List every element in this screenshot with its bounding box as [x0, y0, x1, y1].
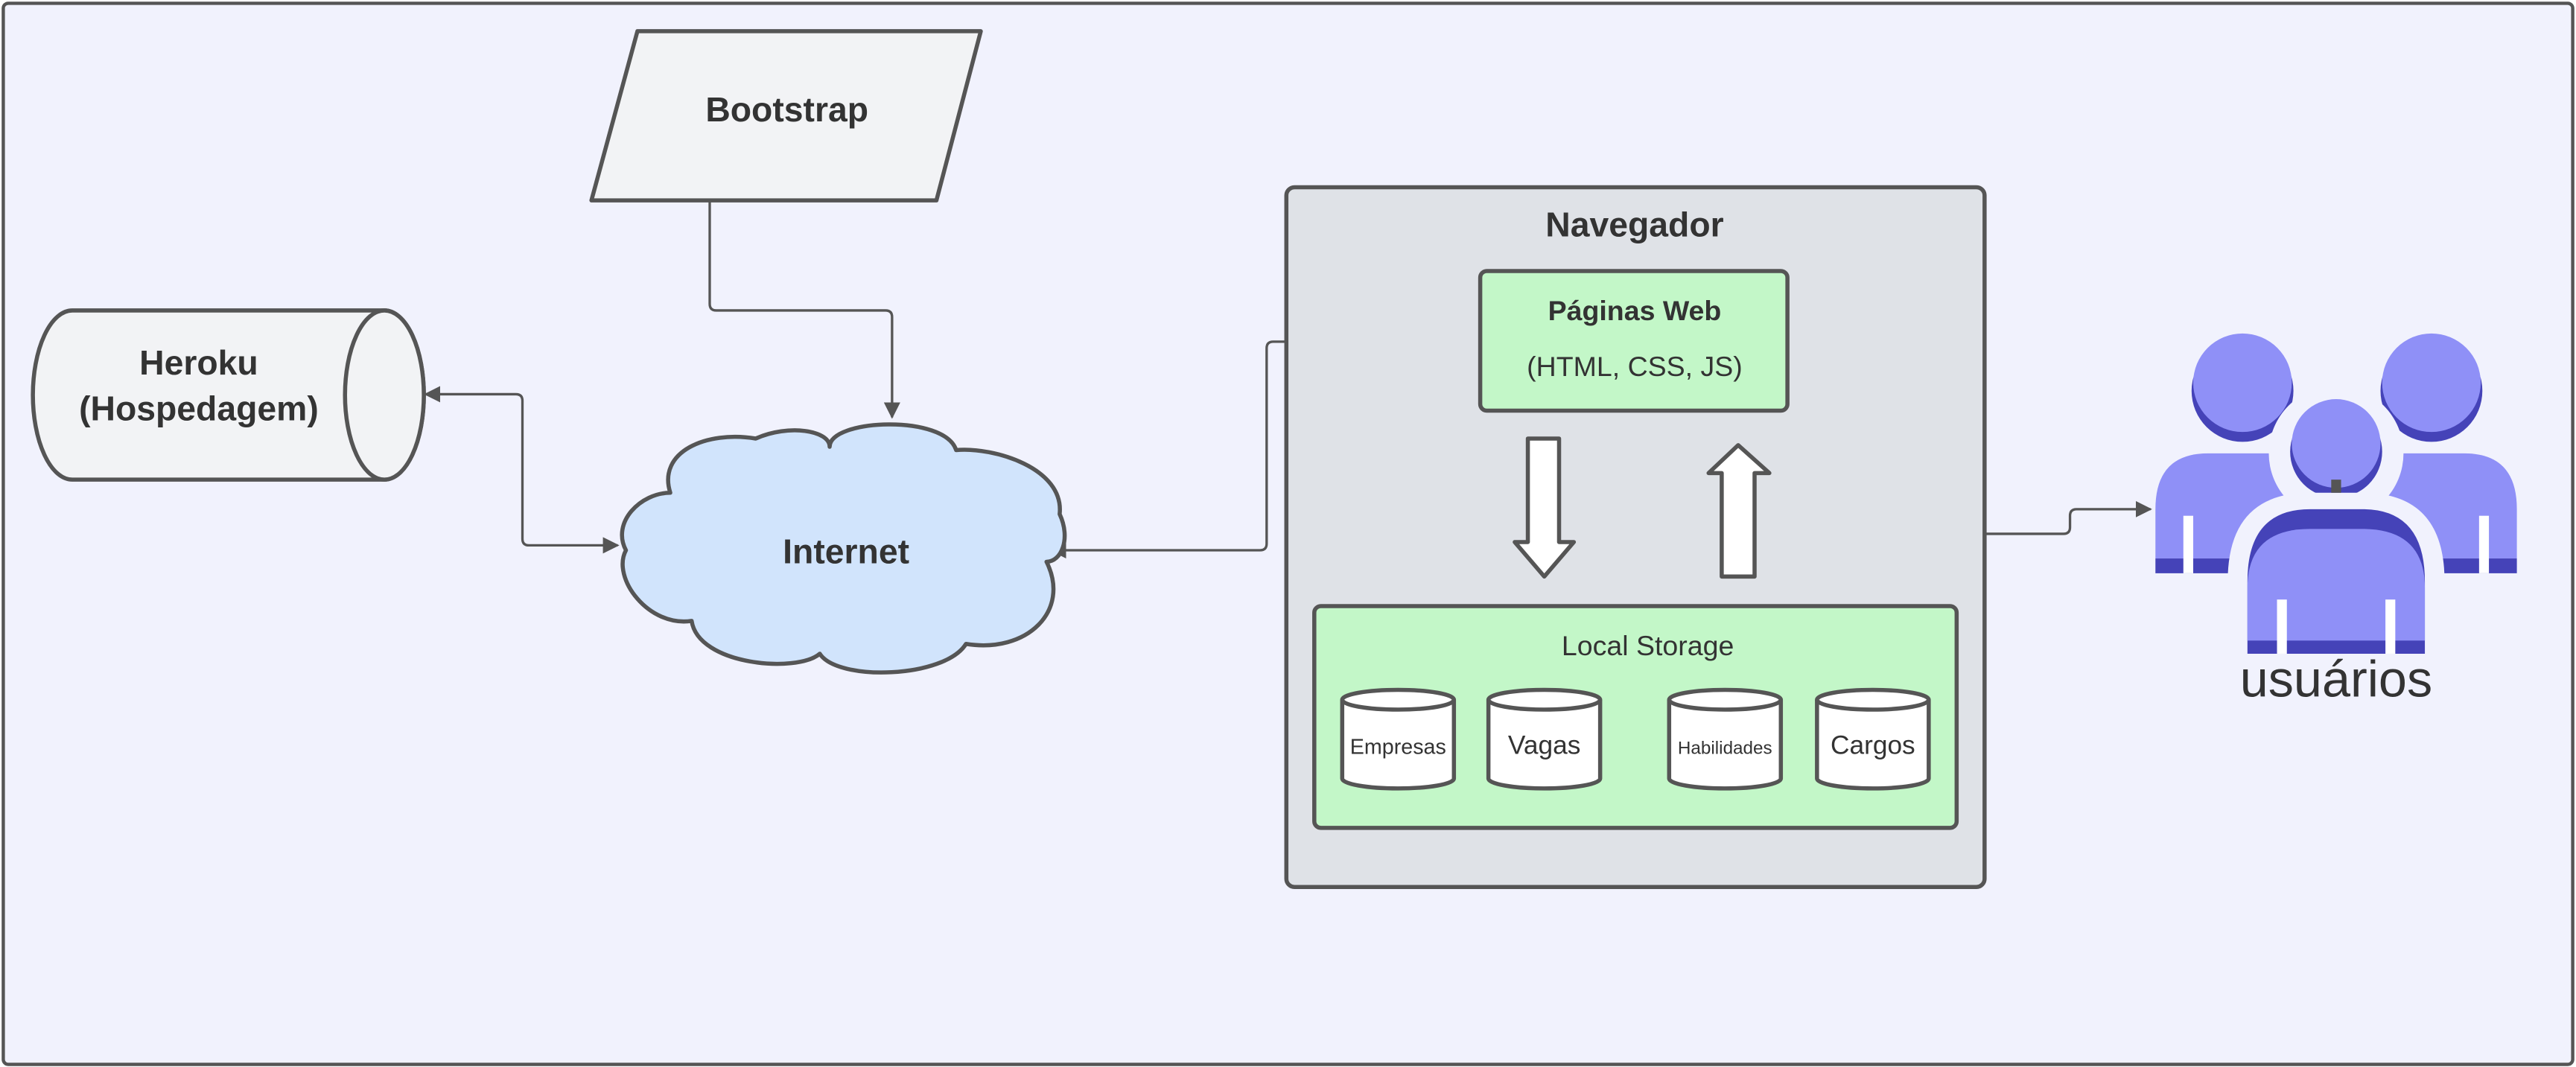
web-pages-node: Páginas Web (HTML, CSS, JS): [1478, 269, 1790, 413]
storage-cylinder-top: [1667, 687, 1784, 712]
storage-cylinder-body: [1815, 699, 1931, 791]
storage-cylinder-body: [1340, 699, 1457, 791]
storage-cylinder-top: [1340, 687, 1457, 712]
heroku-label-line2: (Hospedagem): [79, 389, 319, 428]
storage-item-habilidades: Habilidades: [1667, 687, 1784, 791]
bootstrap-node: Bootstrap: [589, 29, 983, 203]
storage-item-cargos: Cargos: [1815, 687, 1931, 791]
users-label: usuários: [2240, 651, 2432, 707]
down-block-arrow: [1513, 436, 1577, 579]
browser-title: Navegador: [1545, 206, 1723, 244]
storage-item-label: Vagas: [1508, 731, 1580, 760]
connector-bootstrap-internet: [708, 200, 900, 419]
connector-internet-web-pages: [1049, 333, 1478, 559]
bootstrap-label: Bootstrap: [705, 90, 868, 129]
heroku-label-line1: Heroku: [139, 343, 258, 382]
up-block-arrow: [1706, 443, 1772, 579]
users-icon: usuários: [2155, 333, 2517, 707]
user-person-front: [2227, 386, 2445, 657]
storage-item-vagas: Vagas: [1486, 687, 1603, 791]
web-pages-title: Páginas Web: [1548, 295, 1722, 326]
storage-item-label: Cargos: [1831, 731, 1915, 760]
local-storage-title: Local Storage: [1562, 630, 1734, 661]
internet-label: Internet: [783, 532, 909, 571]
storage-cylinder-top: [1815, 687, 1931, 712]
internet-node: Internet: [620, 422, 1067, 675]
connector-browser-users: [1984, 500, 2152, 535]
heroku-node: Heroku (Hospedagem): [31, 308, 426, 482]
web-pages-subtitle: (HTML, CSS, JS): [1527, 351, 1743, 382]
storage-cylinder-body: [1667, 699, 1784, 791]
storage-item-empresas: Empresas: [1340, 687, 1457, 791]
browser-container: Navegador Páginas Web (HTML, CSS, JS) Lo…: [1284, 185, 1987, 889]
storage-item-label: Empresas: [1350, 736, 1446, 759]
connector-heroku-internet: [424, 386, 620, 554]
storage-cylinder-body: [1486, 699, 1603, 791]
local-storage-node: Local Storage: [1312, 604, 1959, 830]
storage-items: Empresas Vagas Habilidades Cargos: [1340, 687, 1931, 791]
storage-cylinder-top: [1486, 687, 1603, 712]
storage-item-label: Habilidades: [1678, 739, 1772, 759]
